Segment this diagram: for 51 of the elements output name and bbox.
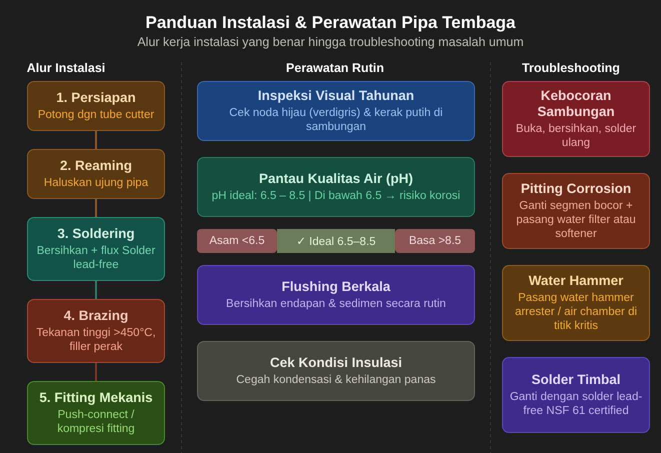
issue-card [502, 265, 650, 341]
step-card [27, 299, 165, 363]
maintenance-card [197, 157, 475, 217]
card-title: Kebocoran Sambungan [536, 88, 616, 120]
card-description: Ganti segmen bocor + pasang water filter atau softener [515, 199, 637, 241]
card-title: Pantau Kualitas Air (pH) [258, 171, 414, 187]
connector-line [95, 131, 97, 149]
diagram-title: Panduan Instalasi & Perawatan Pipa Tembaga [145, 13, 516, 33]
card-title: Inspeksi Visual Tahunan [258, 88, 414, 104]
maintenance-card [197, 341, 475, 401]
card-description: Push-connect / kompresi fitting [56, 408, 136, 436]
card-description: Ganti dengan solder lead-free NSF 61 certified [509, 390, 643, 418]
column-heading: Troubleshooting [522, 61, 620, 76]
step-card [27, 149, 165, 199]
card-title: Pitting Corrosion [520, 181, 632, 197]
ph-range-segment: Asam <6.5 [197, 229, 277, 253]
card-description: Tekanan tinggi >450°C, filler perak [35, 326, 157, 354]
card-title: 5. Fitting Mekanis [39, 390, 153, 406]
card-title: 2. Reaming [60, 158, 132, 174]
issue-card [502, 173, 650, 249]
column-heading: Alur Instalasi [26, 61, 106, 76]
card-title: Cek Kondisi Insulasi [270, 355, 402, 371]
step-card [27, 217, 165, 281]
maintenance-card [197, 265, 475, 325]
step-card [27, 381, 165, 445]
maintenance-card [197, 81, 475, 141]
card-description: Buka, bersihkan, solder ulang [514, 122, 638, 150]
issue-card [502, 357, 650, 433]
card-description: Haluskan ujung pipa [44, 176, 148, 190]
card-description: Pasang water hammer arrester / air chamber di titik kritis [514, 291, 638, 333]
step-card [27, 81, 165, 131]
subtitle: Alur kerja instalasi yang benar hingga troubleshooting masalah umum [137, 35, 524, 50]
card-title: 4. Brazing [64, 308, 128, 324]
card-title: Flushing Berkala [282, 279, 390, 295]
connector-line [95, 363, 97, 381]
card-description: Cegah kondensasi & kehilangan panas [236, 373, 436, 387]
card-title: Solder Timbal [531, 372, 621, 388]
connector-line [95, 281, 97, 299]
card-title: 1. Persiapan [56, 90, 136, 106]
ph-range-segment: Basa >8.5 [395, 229, 475, 253]
card-title: 3. Soldering [57, 226, 135, 242]
issue-card [502, 81, 650, 157]
card-description: Cek noda hijau (verdigris) & kerak putih di sambungan [228, 106, 444, 134]
card-description: Potong dgn tube cutter [38, 108, 154, 122]
card-title: Water Hammer [528, 273, 624, 289]
card-description: Bersihkan + flux Solder lead-free [36, 244, 156, 272]
connector-line [95, 199, 97, 217]
ph-range-segment: ✓ Ideal 6.5–8.5 [277, 229, 395, 253]
card-description: pH ideal: 6.5 – 8.5 | Di bawah 6.5 → risiko korosi [212, 189, 460, 203]
column-heading: Perawatan Rutin [286, 61, 384, 76]
card-description: Bersihkan endapan & sedimen secara rutin [226, 297, 446, 311]
